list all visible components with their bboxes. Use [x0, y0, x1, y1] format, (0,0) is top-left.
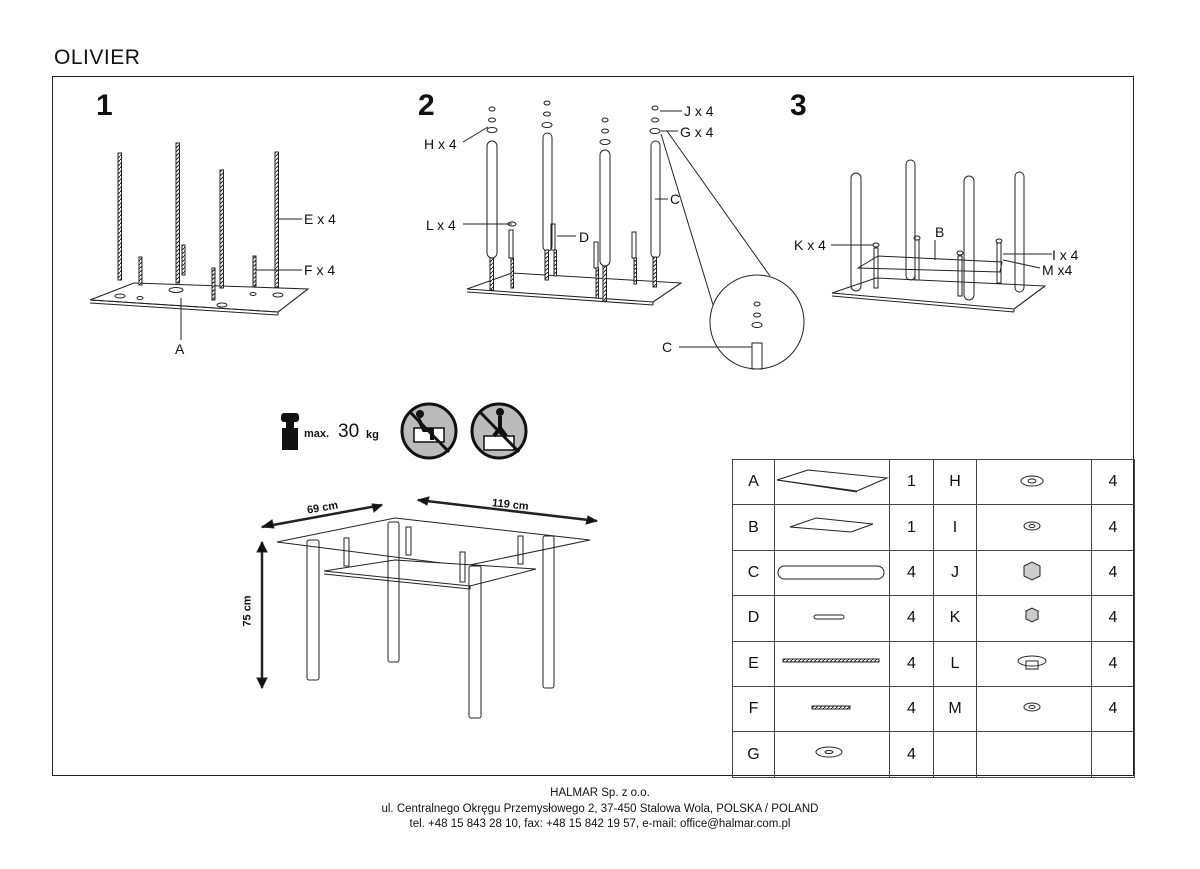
label-c-detail: C: [662, 339, 673, 355]
part-qty: [1091, 731, 1135, 778]
label-a: A: [175, 341, 185, 357]
part-qty: 4: [1091, 640, 1135, 687]
part-image: [976, 685, 1092, 733]
part-letter: F: [732, 685, 775, 733]
part-qty: 4: [889, 595, 934, 642]
label-d: D: [579, 229, 590, 245]
table-row: C 4 J 4: [732, 549, 1135, 597]
label-b: B: [935, 224, 945, 240]
part-image: [976, 549, 1092, 597]
label-f: F x 4: [304, 262, 336, 278]
part-qty: 1: [889, 504, 934, 551]
step1-illustration: [89, 142, 310, 340]
table-row: E 4 L 4: [732, 640, 1135, 687]
part-letter: J: [933, 549, 977, 597]
dimension-height: 75 cm: [241, 595, 254, 627]
part-letter: E: [732, 640, 775, 687]
part-letter: B: [732, 504, 775, 551]
part-image: [774, 595, 890, 642]
label-l: L x 4: [426, 217, 456, 233]
step-2-number: 2: [418, 89, 435, 122]
step2-illustration: [462, 100, 805, 370]
part-qty: 4: [1091, 685, 1135, 733]
part-letter: D: [732, 595, 775, 642]
table-row: A 1 H 4: [732, 458, 1135, 506]
part-image: [774, 685, 890, 733]
part-qty: 4: [1091, 595, 1135, 642]
part-letter: G: [732, 731, 775, 778]
part-letter: K: [933, 595, 977, 642]
part-image: [976, 458, 1092, 506]
step3-illustration: [831, 159, 1052, 313]
part-letter: I: [933, 504, 977, 551]
part-qty: 1: [889, 458, 934, 506]
part-qty: 4: [1091, 458, 1135, 506]
label-g: G x 4: [680, 124, 714, 140]
max-load-prefix: max.: [304, 428, 330, 440]
part-image: [774, 504, 890, 551]
company-address: ul. Centralnego Okręgu Przemysłowego 2, …: [381, 802, 819, 815]
part-letter: [933, 731, 977, 778]
part-image: [976, 640, 1092, 687]
label-c: C: [670, 191, 681, 207]
part-image: [774, 458, 890, 506]
part-letter: C: [732, 549, 775, 597]
table-row: B 1 I 4: [732, 504, 1135, 551]
part-qty: 4: [889, 731, 934, 778]
part-letter: L: [933, 640, 977, 687]
part-letter: H: [933, 458, 977, 506]
part-qty: 4: [889, 640, 934, 687]
step-1-number: 1: [96, 89, 113, 122]
part-image: [976, 595, 1092, 642]
part-image: [774, 731, 890, 778]
table-row: G 4: [732, 731, 1135, 778]
part-qty: 4: [1091, 504, 1135, 551]
part-qty: 4: [889, 685, 934, 733]
part-image: [774, 640, 890, 687]
company-contact: tel. +48 15 843 28 10, fax: +48 15 842 1…: [409, 818, 791, 830]
max-load-unit: kg: [366, 429, 379, 441]
company-footer: HALMAR Sp. z o.o. ul. Centralnego Okręgu…: [0, 786, 1200, 833]
table-row: F 4 M 4: [732, 685, 1135, 733]
max-load-value: 30: [338, 421, 360, 442]
table-row: D 4 K 4: [732, 595, 1135, 642]
part-letter: A: [732, 458, 775, 506]
dimension-drawing: [256, 496, 599, 719]
part-image: [976, 504, 1092, 551]
no-standing-icon: [470, 402, 528, 460]
instruction-frame: [52, 76, 1134, 776]
label-e: E x 4: [304, 211, 336, 227]
label-i: I x 4: [1052, 247, 1079, 263]
part-letter: M: [933, 685, 977, 733]
no-sitting-icon: [400, 402, 458, 460]
step-3-number: 3: [790, 89, 807, 122]
label-m: M x4: [1042, 262, 1073, 278]
company-name: HALMAR Sp. z o.o.: [550, 787, 650, 799]
part-image: [774, 549, 890, 597]
part-qty: 4: [889, 549, 934, 597]
label-j: J x 4: [684, 103, 714, 119]
label-h: H x 4: [424, 136, 457, 152]
parts-table: A 1 H 4 B 1 I 4 C 4 J 4 D 4 K 4 E 4 L 4: [732, 458, 1135, 778]
document-title: OLIVIER: [54, 46, 141, 69]
part-qty: 4: [1091, 549, 1135, 597]
weight-icon: [281, 413, 299, 450]
part-image: [976, 731, 1092, 778]
label-k: K x 4: [794, 237, 826, 253]
